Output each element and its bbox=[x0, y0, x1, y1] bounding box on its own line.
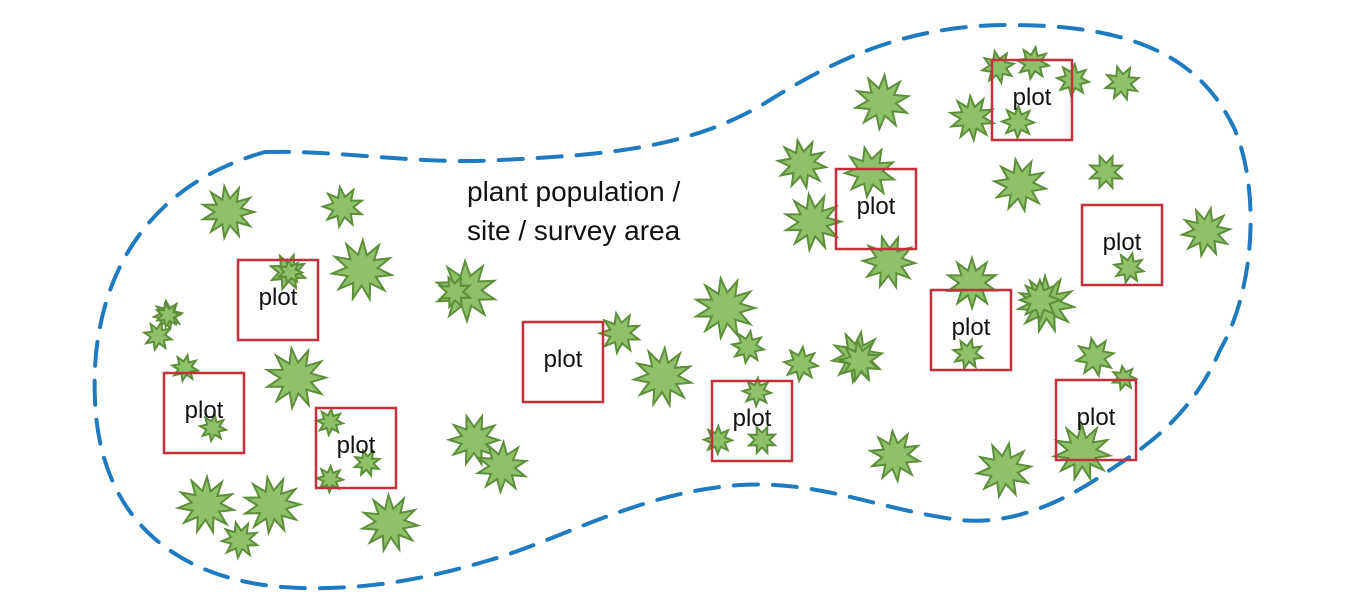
plot-label: plot bbox=[952, 314, 991, 341]
plant-icon bbox=[782, 190, 845, 254]
plant-icon bbox=[1110, 363, 1139, 392]
plant-icon bbox=[836, 338, 883, 384]
plot-border bbox=[162, 371, 246, 455]
plant-icon bbox=[141, 319, 175, 353]
plot-label: plot bbox=[733, 405, 772, 432]
plant-icon bbox=[947, 92, 997, 144]
plant-icon bbox=[630, 344, 695, 409]
plant-icon bbox=[1111, 250, 1147, 286]
plant-icon bbox=[241, 473, 304, 537]
plant-icon bbox=[437, 274, 473, 310]
plot-square: plot bbox=[521, 320, 605, 404]
plant-icon bbox=[434, 257, 498, 325]
plant-icon bbox=[746, 424, 778, 456]
plant-icon bbox=[474, 438, 530, 496]
plant-icon bbox=[852, 71, 912, 133]
plant-icon bbox=[1073, 335, 1117, 379]
plot-border bbox=[710, 379, 794, 463]
plant-icon bbox=[174, 473, 238, 536]
plot-label: plot bbox=[1077, 404, 1116, 431]
plot-label: plot bbox=[185, 397, 224, 424]
plot-square: plot bbox=[834, 167, 918, 251]
plant-icon bbox=[596, 310, 642, 356]
plot-label: plot bbox=[544, 346, 583, 373]
plot-border bbox=[521, 320, 605, 404]
plant-icon bbox=[319, 184, 365, 230]
plant-icon bbox=[729, 328, 767, 366]
plot-label: plot bbox=[857, 193, 896, 220]
plot-square: plot bbox=[929, 288, 1013, 372]
plant-icon bbox=[328, 236, 396, 303]
plant-icon bbox=[979, 48, 1017, 86]
plant-icon bbox=[276, 257, 305, 287]
plant-icon bbox=[1014, 44, 1052, 82]
survey-area-label-line2: site / survey area bbox=[467, 215, 681, 246]
plot-label: plot bbox=[337, 432, 376, 459]
survey-area-boundary bbox=[92, 22, 1253, 591]
survey-area-label-line1: plant population / bbox=[467, 176, 681, 207]
plot-border bbox=[1080, 203, 1164, 287]
plant-icon bbox=[973, 440, 1035, 500]
plant-icon bbox=[351, 447, 383, 479]
plot-group: plot plot plot plot plot plot plot plot plot plot bbox=[162, 58, 1164, 490]
plot-square: plot bbox=[1054, 378, 1138, 462]
plant-icon bbox=[169, 352, 201, 384]
plant-icon bbox=[950, 336, 986, 372]
plot-border bbox=[929, 288, 1013, 372]
plant-icon bbox=[1017, 277, 1063, 323]
plant-icon bbox=[359, 491, 422, 554]
plot-border bbox=[236, 258, 320, 342]
plot-label: plot bbox=[259, 284, 298, 311]
plot-square: plot bbox=[314, 406, 398, 490]
plant-icon bbox=[1178, 205, 1234, 259]
plant-icon bbox=[841, 144, 897, 200]
plant-icon bbox=[1103, 64, 1141, 102]
plot-border bbox=[990, 58, 1074, 142]
plant-icon bbox=[692, 274, 759, 342]
plot-square: plot bbox=[710, 379, 794, 463]
plant-icon bbox=[701, 423, 735, 457]
plant-icon bbox=[999, 103, 1037, 141]
plant-icon bbox=[445, 412, 503, 468]
plant-icon bbox=[781, 344, 821, 384]
plot-border bbox=[834, 167, 918, 251]
plant-icon bbox=[197, 412, 229, 444]
plant-icon bbox=[859, 233, 919, 291]
plant-icon bbox=[867, 427, 923, 485]
plant-icon bbox=[218, 519, 261, 561]
plot-square: plot bbox=[990, 58, 1074, 142]
plot-border bbox=[314, 406, 398, 490]
plant-icon bbox=[154, 300, 183, 330]
plant-group bbox=[141, 44, 1234, 561]
plant-icon bbox=[774, 137, 830, 191]
plot-square: plot bbox=[162, 371, 246, 455]
plot-label: plot bbox=[1103, 229, 1142, 256]
plant-icon bbox=[199, 182, 258, 242]
plant-icon bbox=[1087, 153, 1125, 191]
plot-border bbox=[1054, 378, 1138, 462]
plant-icon bbox=[263, 344, 330, 412]
plot-square: plot bbox=[1080, 203, 1164, 287]
plant-icon bbox=[991, 156, 1049, 214]
plot-label: plot bbox=[1013, 84, 1052, 111]
plant-icon bbox=[1050, 420, 1114, 483]
plant-icon bbox=[945, 254, 999, 312]
plot-square: plot bbox=[236, 258, 320, 342]
